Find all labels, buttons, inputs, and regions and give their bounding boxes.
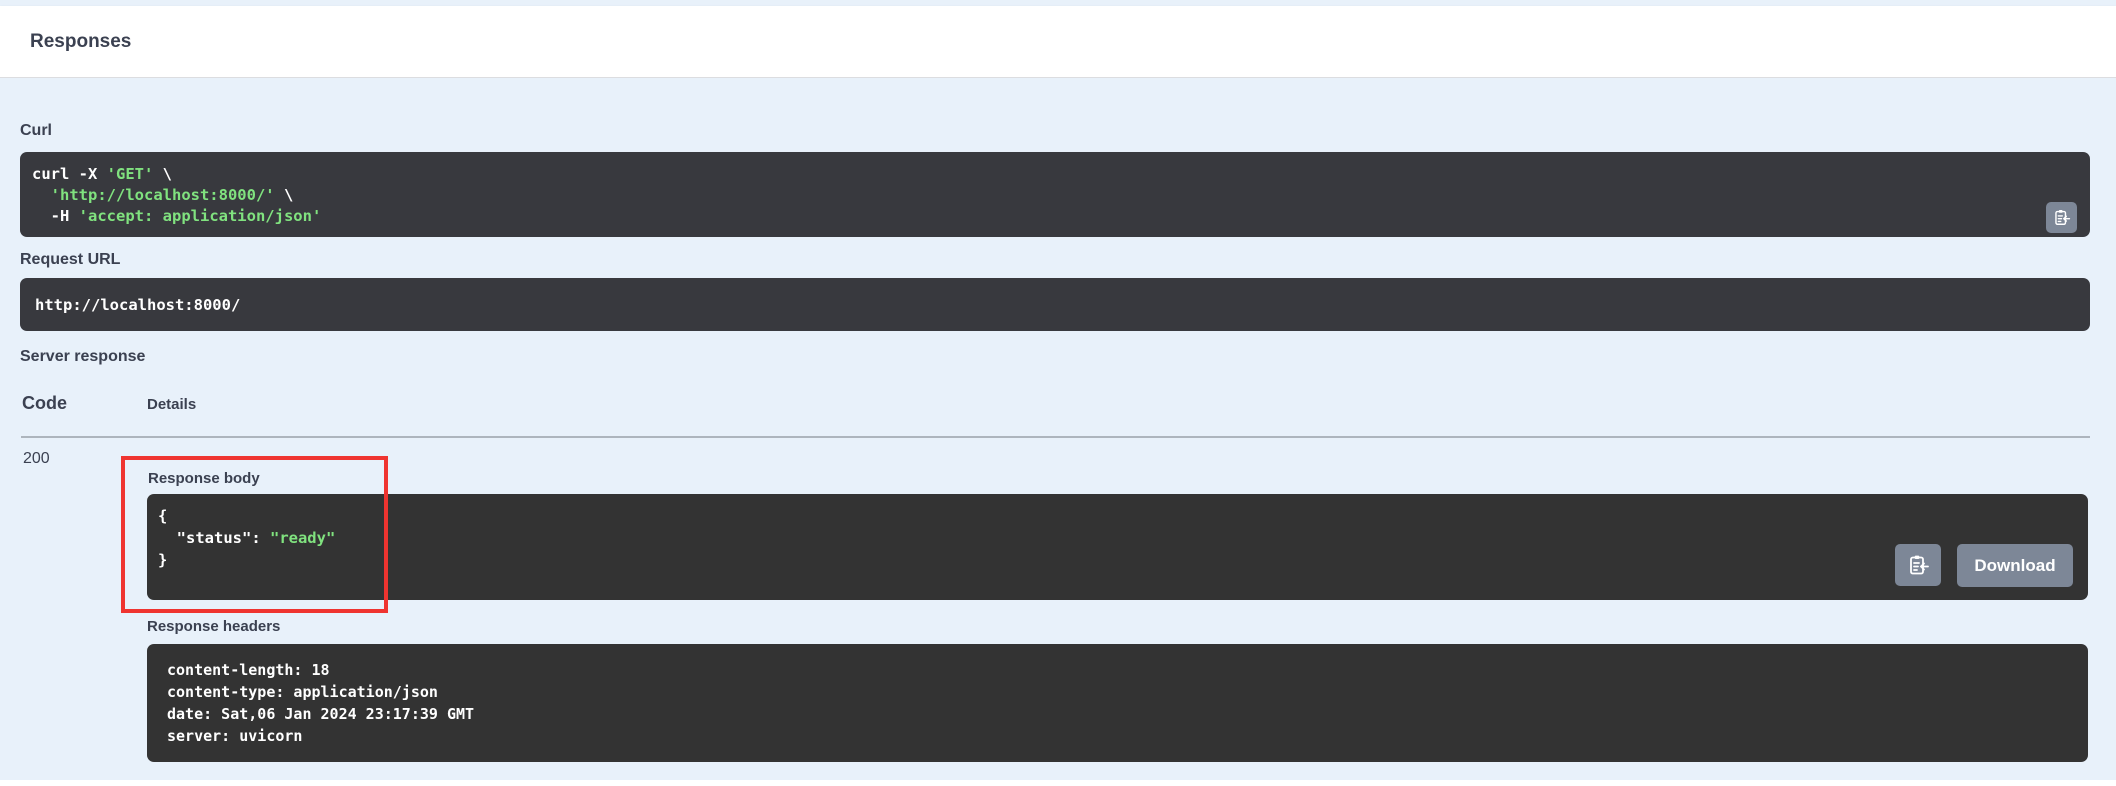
top-strip <box>0 0 2116 6</box>
code-line: content-length: 18 <box>167 661 330 679</box>
table-header-separator <box>21 436 2090 438</box>
copy-response-button[interactable] <box>1895 544 1941 586</box>
response-headers-block: content-length: 18 content-type: applicat… <box>147 644 2088 762</box>
response-headers-label: Response headers <box>147 618 281 635</box>
code-line: content-type: application/json <box>167 683 438 701</box>
code-line: date: Sat,06 Jan 2024 23:17:39 GMT <box>167 705 475 723</box>
copy-curl-button[interactable] <box>2046 202 2077 233</box>
response-panel: Curl curl -X 'GET' \ 'http://localhost:8… <box>0 78 2116 780</box>
request-url-value: http://localhost:8000/ <box>35 295 241 314</box>
details-column-header: Details <box>147 396 197 413</box>
status-code-value: 200 <box>23 450 50 467</box>
curl-label: Curl <box>20 122 52 139</box>
code-line: } <box>158 551 168 569</box>
page-title: Responses <box>30 30 132 52</box>
code-line: "status": "ready" <box>158 529 336 547</box>
response-body-block: { "status": "ready"} Download <box>147 494 2088 600</box>
curl-code-block: curl -X 'GET' \ 'http://localhost:8000/'… <box>20 152 2090 237</box>
clipboard-copy-icon <box>2052 208 2071 227</box>
responses-section-header: Responses <box>0 6 2116 78</box>
code-column-header: Code <box>22 393 67 413</box>
curl-code: curl -X 'GET' \ 'http://localhost:8000/'… <box>32 164 2078 227</box>
response-body-code: { "status": "ready"} <box>158 505 2088 571</box>
server-response-label: Server response <box>20 348 146 365</box>
request-url-block: http://localhost:8000/ <box>20 278 2090 331</box>
code-line: { <box>158 507 168 525</box>
clipboard-copy-icon <box>1906 553 1930 577</box>
code-line: -H 'accept: application/json' <box>32 207 322 225</box>
code-line: 'http://localhost:8000/' \ <box>50 186 294 204</box>
download-button[interactable]: Download <box>1957 544 2073 587</box>
code-line: server: uvicorn <box>167 727 303 745</box>
request-url-label: Request URL <box>20 251 121 268</box>
response-body-label: Response body <box>148 470 260 487</box>
response-headers-code: content-length: 18 content-type: applicat… <box>167 659 2088 747</box>
code-line: curl -X 'GET' \ <box>32 165 172 183</box>
